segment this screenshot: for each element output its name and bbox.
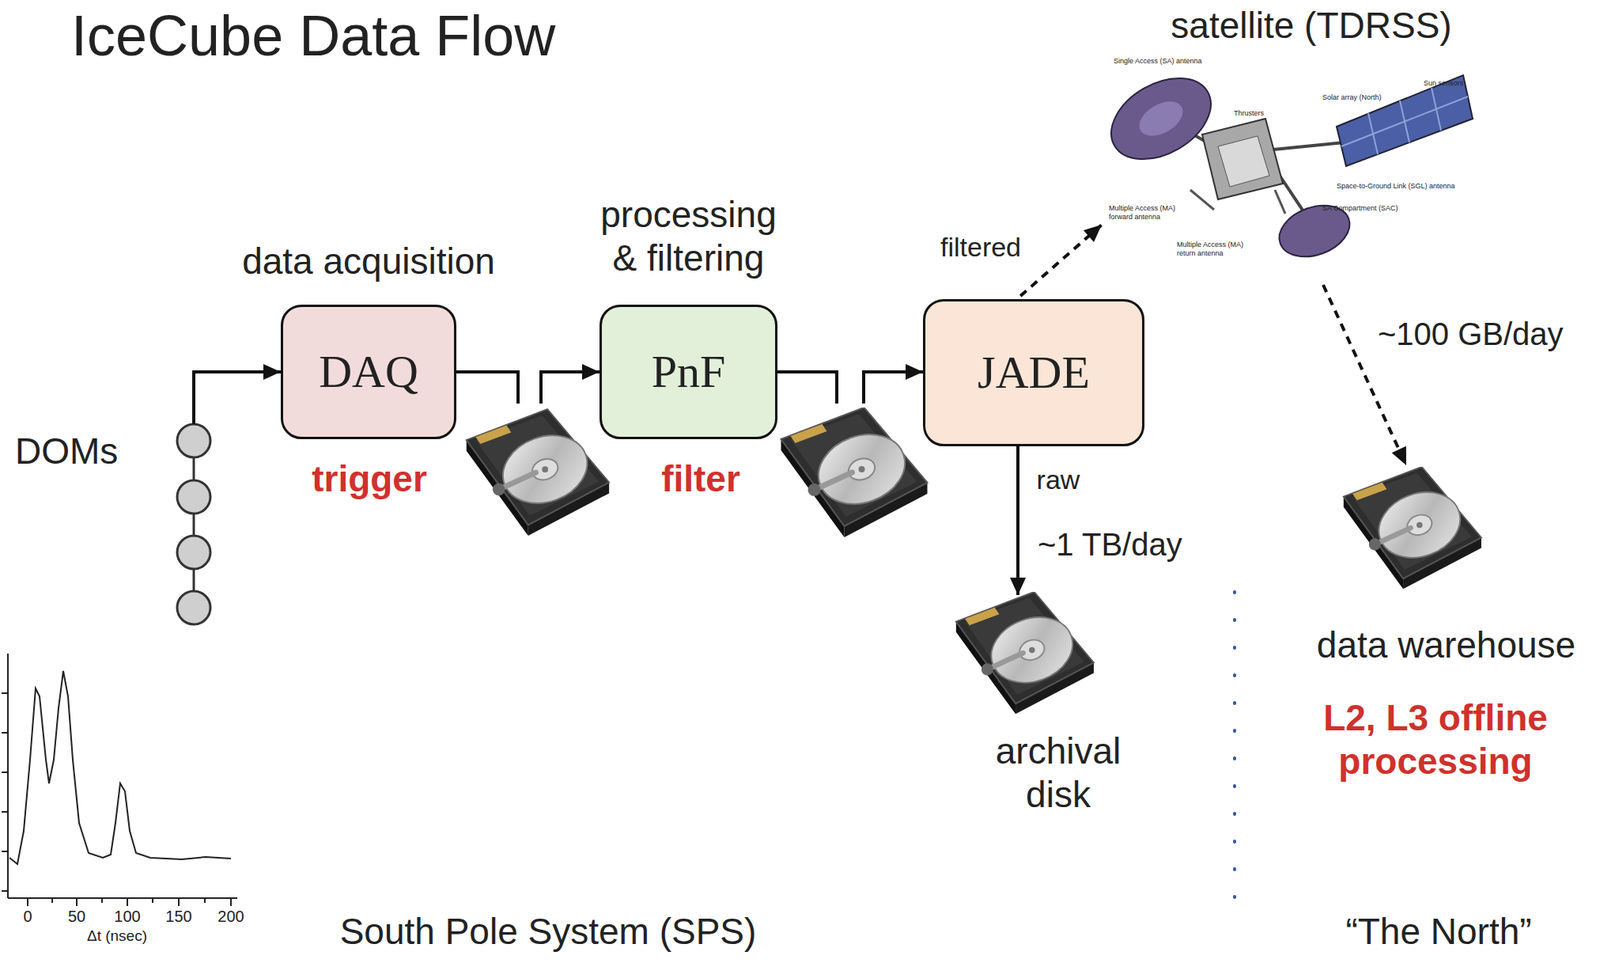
- part-label: Single Access (SA) antenna: [1113, 56, 1203, 66]
- edge-label: ~1 TB/day: [1037, 525, 1183, 564]
- region-label: South Pole System (SPS): [340, 909, 757, 954]
- dom-string: [177, 423, 211, 625]
- connector: [193, 371, 281, 424]
- edge-label: ~100 GB/day: [1377, 314, 1564, 353]
- axis-tick: 50: [68, 906, 86, 926]
- connector: [456, 371, 600, 404]
- axis-title: Δt (nsec): [86, 926, 148, 946]
- axis-tick: 100: [113, 906, 140, 926]
- part-label: SA Compartment (SAC): [1322, 204, 1399, 213]
- connector: [1016, 446, 1020, 595]
- arrowhead: [263, 363, 281, 380]
- process-box: processing & filteringPnF: [599, 304, 778, 439]
- process-box: data acquisitionDAQ: [280, 304, 457, 439]
- stage-note: filter: [661, 457, 741, 501]
- box-label: JADE: [977, 344, 1090, 401]
- satellite-image: [1096, 61, 1473, 266]
- region-divider: [1233, 591, 1237, 908]
- arrowhead: [905, 363, 923, 380]
- edge-label: filtered: [940, 230, 1022, 264]
- dashed-connector: [1323, 284, 1407, 466]
- time-plot: [1, 653, 238, 906]
- data-warehouse-disk: data warehouse: [1301, 466, 1592, 673]
- axis-tick: 200: [217, 906, 244, 926]
- part-label: Multiple Access (MA) return antenna: [1176, 240, 1253, 258]
- dashed-connector: [1020, 224, 1102, 296]
- dom-string: DOMs: [7, 419, 214, 629]
- node-label: DOMs: [15, 429, 118, 473]
- axis-tick: 150: [165, 906, 192, 926]
- arrowhead: [582, 363, 600, 380]
- arrowhead: [1009, 577, 1026, 595]
- node-label: archival disk: [995, 729, 1122, 817]
- part-label: Sun sensors: [1423, 79, 1464, 88]
- node-heading: satellite (TDRSS): [1170, 3, 1452, 48]
- arrowhead: [1391, 446, 1407, 466]
- hard-disk: [466, 407, 1482, 714]
- archival-disk: archival disk: [938, 594, 1108, 813]
- part-label: Thrusters: [1233, 109, 1264, 118]
- part-label: Space-to-Ground Link (SGL) antenna: [1336, 181, 1456, 191]
- arrowhead: [1083, 224, 1102, 243]
- part-label: Multiple Access (MA) forward antenna: [1108, 204, 1184, 222]
- stage-note: trigger: [311, 457, 428, 501]
- flow-note: raw: [1036, 463, 1081, 496]
- diagram-title: IceCube Data Flow: [71, 1, 556, 70]
- satellite: satellite (TDRSS): [1099, 3, 1487, 277]
- axis-tick: 0: [22, 906, 32, 926]
- box-heading: processing & filtering: [600, 192, 776, 280]
- box-heading: data acquisition: [242, 239, 496, 284]
- part-label: Solar array (North): [1322, 93, 1382, 103]
- node-label: data warehouse: [1316, 623, 1576, 667]
- process-box: JADE: [922, 298, 1145, 447]
- connector: [777, 371, 923, 404]
- stage-note: L2, L3 offline processing: [1316, 695, 1555, 783]
- region-label: “The North”: [1345, 909, 1532, 954]
- box-label: PnF: [651, 344, 727, 400]
- box-label: DAQ: [318, 344, 419, 400]
